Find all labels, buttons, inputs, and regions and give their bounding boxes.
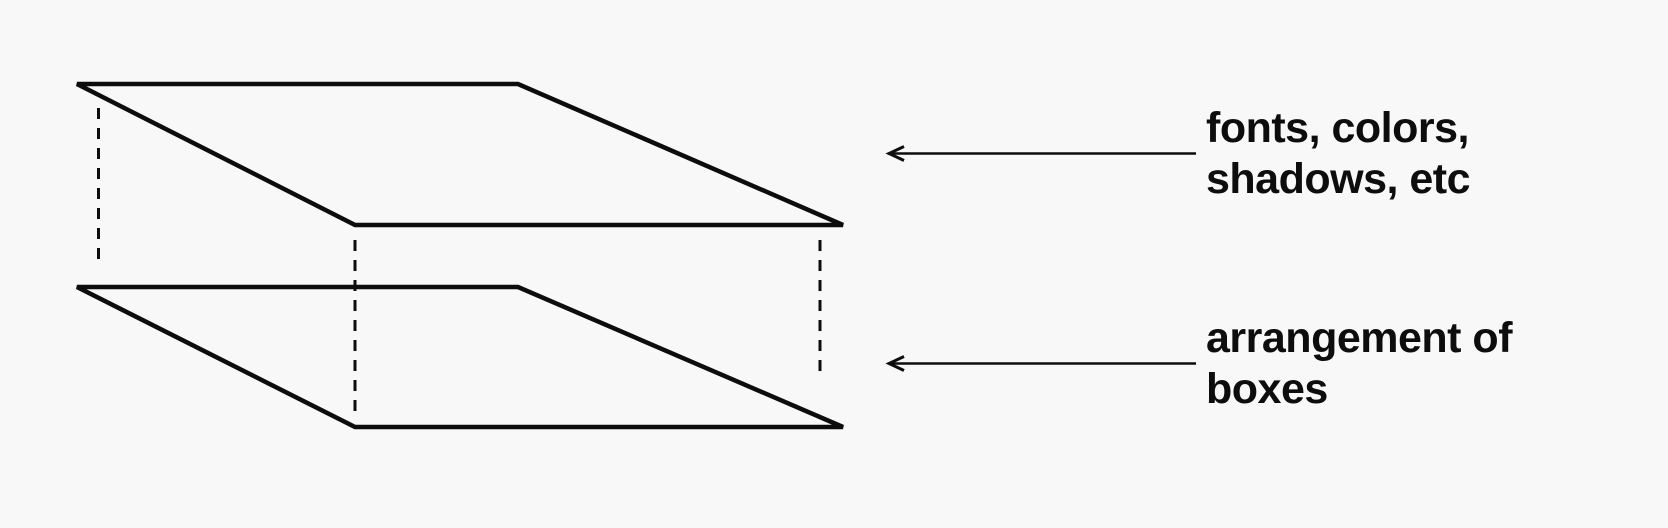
top-layer-annotation-line1: fonts, colors,: [1206, 104, 1469, 152]
top-layer-plane: [75, 81, 844, 228]
bottom-layer-plane: [75, 284, 844, 430]
bottom-layer-annotation-line2: boxes: [1206, 365, 1328, 413]
bottom-layer-annotation-label: arrangement of boxes: [1206, 313, 1513, 415]
top-layer-annotation-label: fonts, colors, shadows, etc: [1206, 103, 1471, 205]
top-annotation-left-arrow-icon: [885, 145, 1196, 162]
bottom-annotation-left-arrow-icon: [885, 355, 1196, 372]
bottom-layer-annotation-line1: arrangement of: [1206, 314, 1513, 362]
top-layer-annotation-line2: shadows, etc: [1206, 155, 1471, 203]
